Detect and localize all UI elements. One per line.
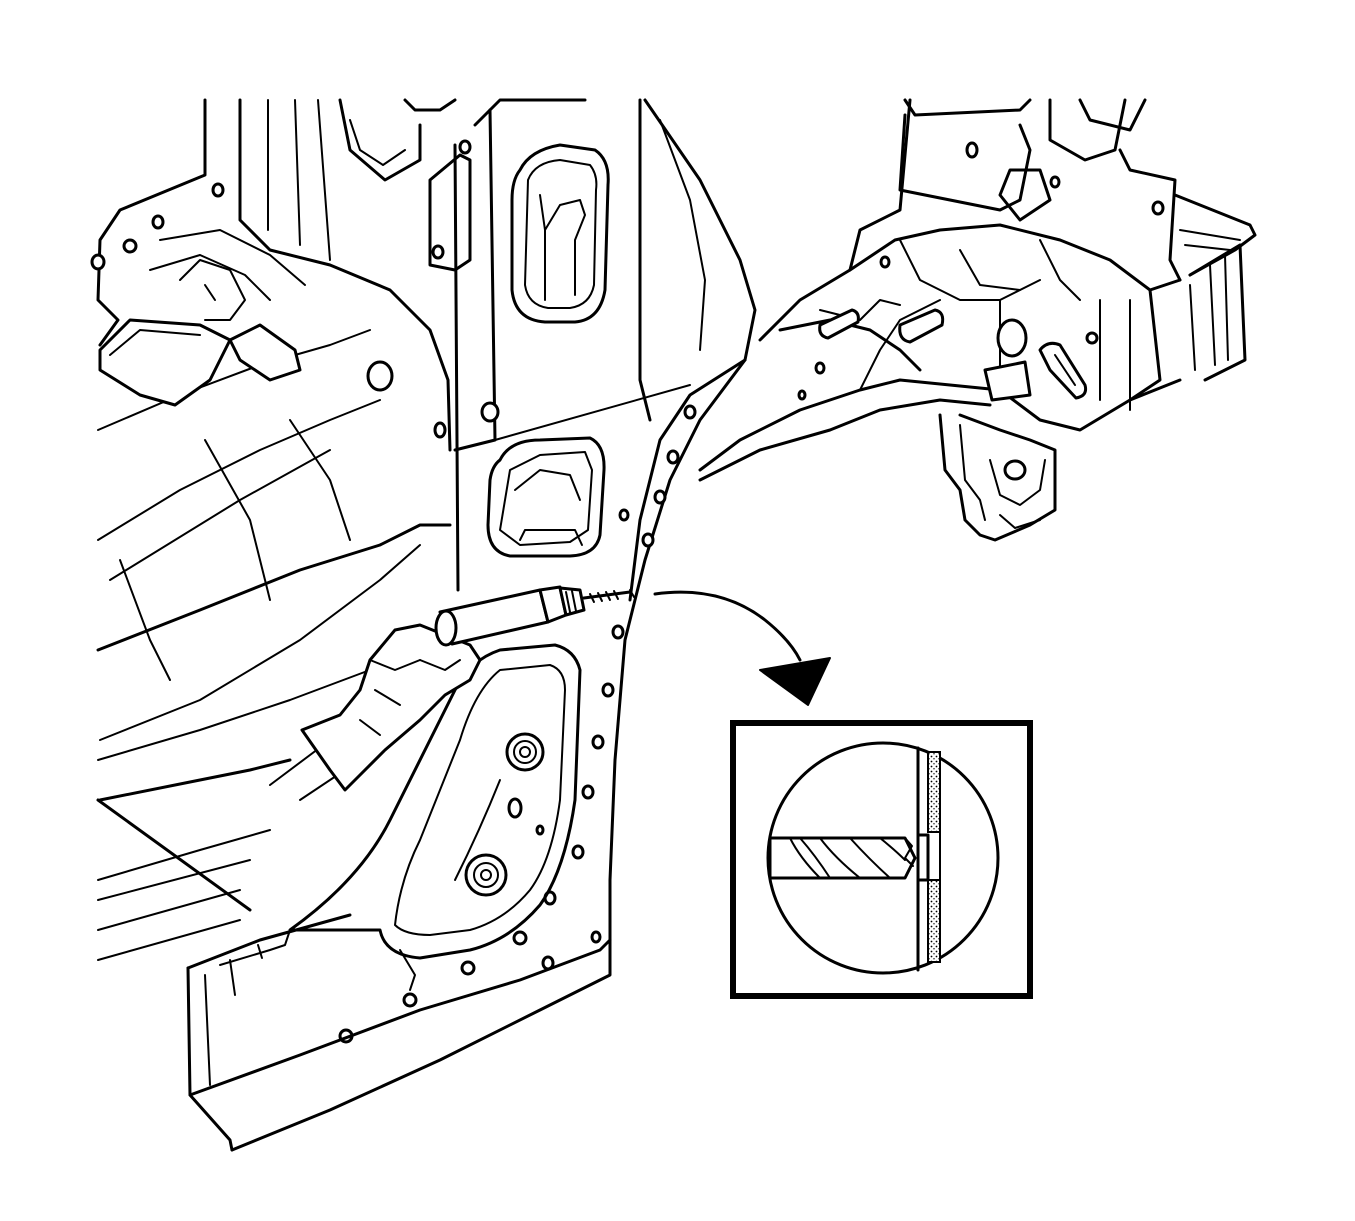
drill-icon: [434, 585, 635, 647]
front-structure: [698, 98, 1257, 542]
drill-bit-icon: [768, 836, 917, 880]
pillar-panel: [428, 98, 757, 962]
detail-inset: [730, 720, 1033, 999]
panel-holes-left: [90, 182, 447, 439]
curved-arrow-icon: [653, 590, 831, 706]
hand-icon: [300, 623, 482, 792]
floor-pan: [96, 98, 457, 961]
rocker-panel: [186, 643, 612, 1152]
floor-vent: [98, 259, 302, 407]
